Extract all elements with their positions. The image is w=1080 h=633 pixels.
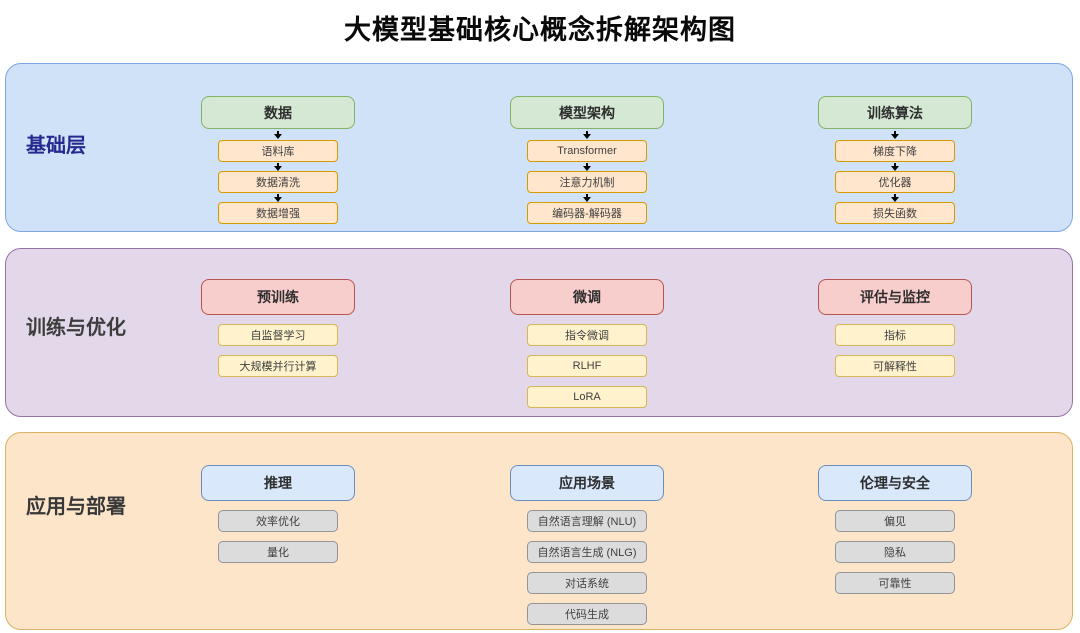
column-training-algorithms: 训练算法 梯度下降 优化器 损失函数	[818, 96, 972, 224]
concept-box: LoRA	[527, 386, 647, 408]
concept-box: 注意力机制	[527, 171, 647, 193]
category-header: 数据	[201, 96, 355, 129]
concept-box: 数据清洗	[218, 171, 338, 193]
band-foundation-layer: 基础层 数据 语料库 数据清洗 数据增强 模型架构 Transformer 注意…	[5, 63, 1073, 232]
down-arrow-icon	[274, 129, 282, 140]
down-arrow-icon	[274, 193, 282, 202]
category-header: 预训练	[201, 279, 355, 315]
concept-box: 可靠性	[835, 572, 955, 594]
diagram-title: 大模型基础核心概念拆解架构图	[344, 15, 736, 45]
concept-box: 量化	[218, 541, 338, 563]
band-label: 应用与部署	[26, 496, 126, 518]
down-arrow-icon	[891, 129, 899, 140]
category-header: 应用场景	[510, 465, 664, 501]
band-training-optimization: 训练与优化 预训练 自监督学习 大规模并行计算 微调 指令微调 RLHF LoR…	[5, 248, 1073, 417]
category-header: 推理	[201, 465, 355, 501]
column-evaluation-monitoring: 评估与监控 指标 可解释性	[818, 279, 972, 377]
column-application-scenarios: 应用场景 自然语言理解 (NLU) 自然语言生成 (NLG) 对话系统 代码生成	[510, 465, 664, 625]
concept-box: 数据增强	[218, 202, 338, 224]
band-label: 基础层	[26, 135, 86, 157]
band-label: 训练与优化	[26, 317, 126, 339]
column-finetuning: 微调 指令微调 RLHF LoRA	[510, 279, 664, 408]
down-arrow-icon	[891, 162, 899, 171]
concept-box: 指令微调	[527, 324, 647, 346]
concept-box: 损失函数	[835, 202, 955, 224]
concept-box: 对话系统	[527, 572, 647, 594]
concept-box: 偏见	[835, 510, 955, 532]
column-pretraining: 预训练 自监督学习 大规模并行计算	[201, 279, 355, 377]
concept-box: 可解释性	[835, 355, 955, 377]
down-arrow-icon	[274, 162, 282, 171]
concept-box: 指标	[835, 324, 955, 346]
concept-box: 代码生成	[527, 603, 647, 625]
down-arrow-icon	[583, 129, 591, 140]
band-application-deployment: 应用与部署 推理 效率优化 量化 应用场景 自然语言理解 (NLU) 自然语言生…	[5, 432, 1073, 630]
down-arrow-icon	[891, 193, 899, 202]
concept-box: 大规模并行计算	[218, 355, 338, 377]
category-header: 评估与监控	[818, 279, 972, 315]
column-ethics-safety: 伦理与安全 偏见 隐私 可靠性	[818, 465, 972, 594]
column-inference: 推理 效率优化 量化	[201, 465, 355, 563]
concept-box: 自然语言理解 (NLU)	[527, 510, 647, 532]
concept-box: RLHF	[527, 355, 647, 377]
concept-box: 自然语言生成 (NLG)	[527, 541, 647, 563]
down-arrow-icon	[583, 162, 591, 171]
category-header: 训练算法	[818, 96, 972, 129]
category-header: 模型架构	[510, 96, 664, 129]
concept-box: 自监督学习	[218, 324, 338, 346]
concept-box: 语料库	[218, 140, 338, 162]
concept-box: 效率优化	[218, 510, 338, 532]
concept-box: Transformer	[527, 140, 647, 162]
concept-box: 梯度下降	[835, 140, 955, 162]
category-header: 伦理与安全	[818, 465, 972, 501]
concept-box: 优化器	[835, 171, 955, 193]
concept-box: 编码器-解码器	[527, 202, 647, 224]
category-header: 微调	[510, 279, 664, 315]
column-data: 数据 语料库 数据清洗 数据增强	[201, 96, 355, 224]
concept-box: 隐私	[835, 541, 955, 563]
column-model-architecture: 模型架构 Transformer 注意力机制 编码器-解码器	[510, 96, 664, 224]
down-arrow-icon	[583, 193, 591, 202]
